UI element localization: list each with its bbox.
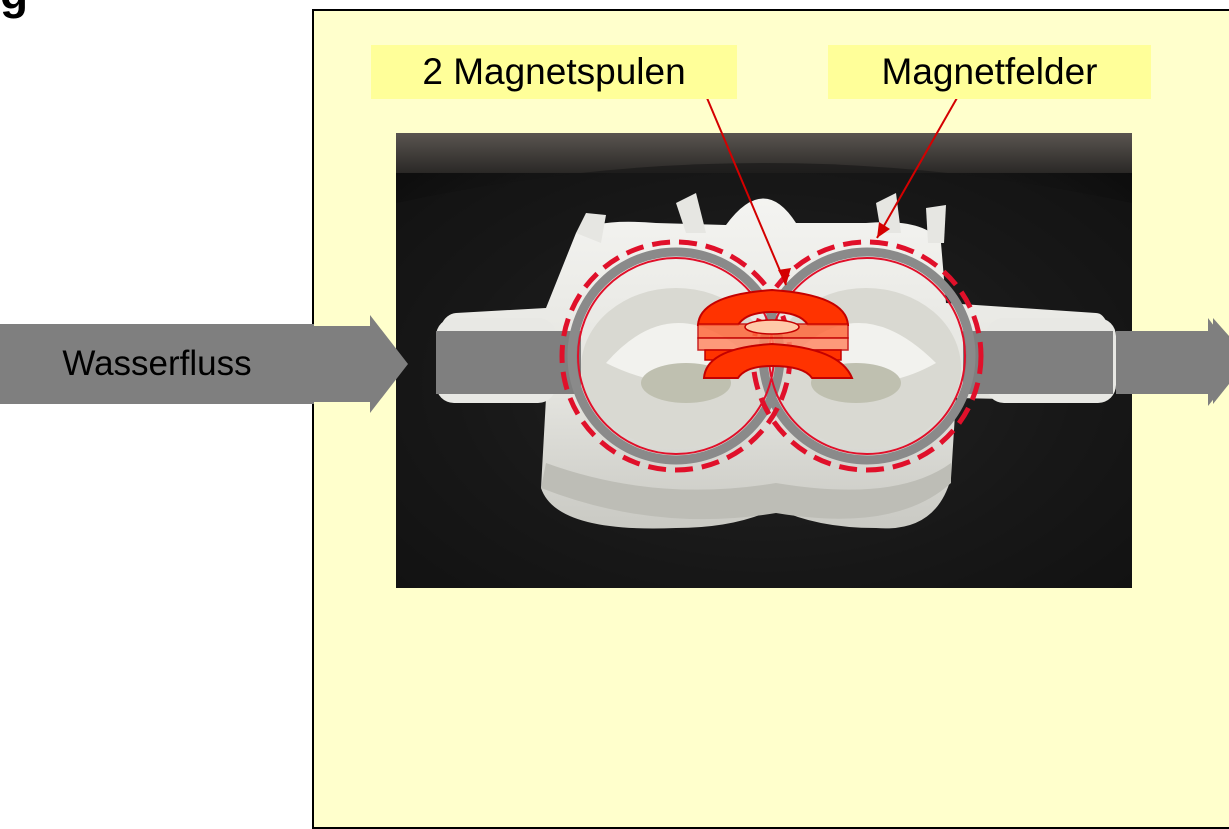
flow-arrow-left — [314, 315, 408, 413]
fields-pointer-line — [877, 98, 957, 238]
coils-label: 2 Magnetspulen — [371, 45, 737, 99]
magnet-coil-icon — [698, 290, 852, 378]
flow-arrow-right — [1116, 318, 1229, 406]
fields-label: Magnetfelder — [828, 45, 1151, 99]
water-flow-label: Wasserfluss — [0, 324, 314, 404]
